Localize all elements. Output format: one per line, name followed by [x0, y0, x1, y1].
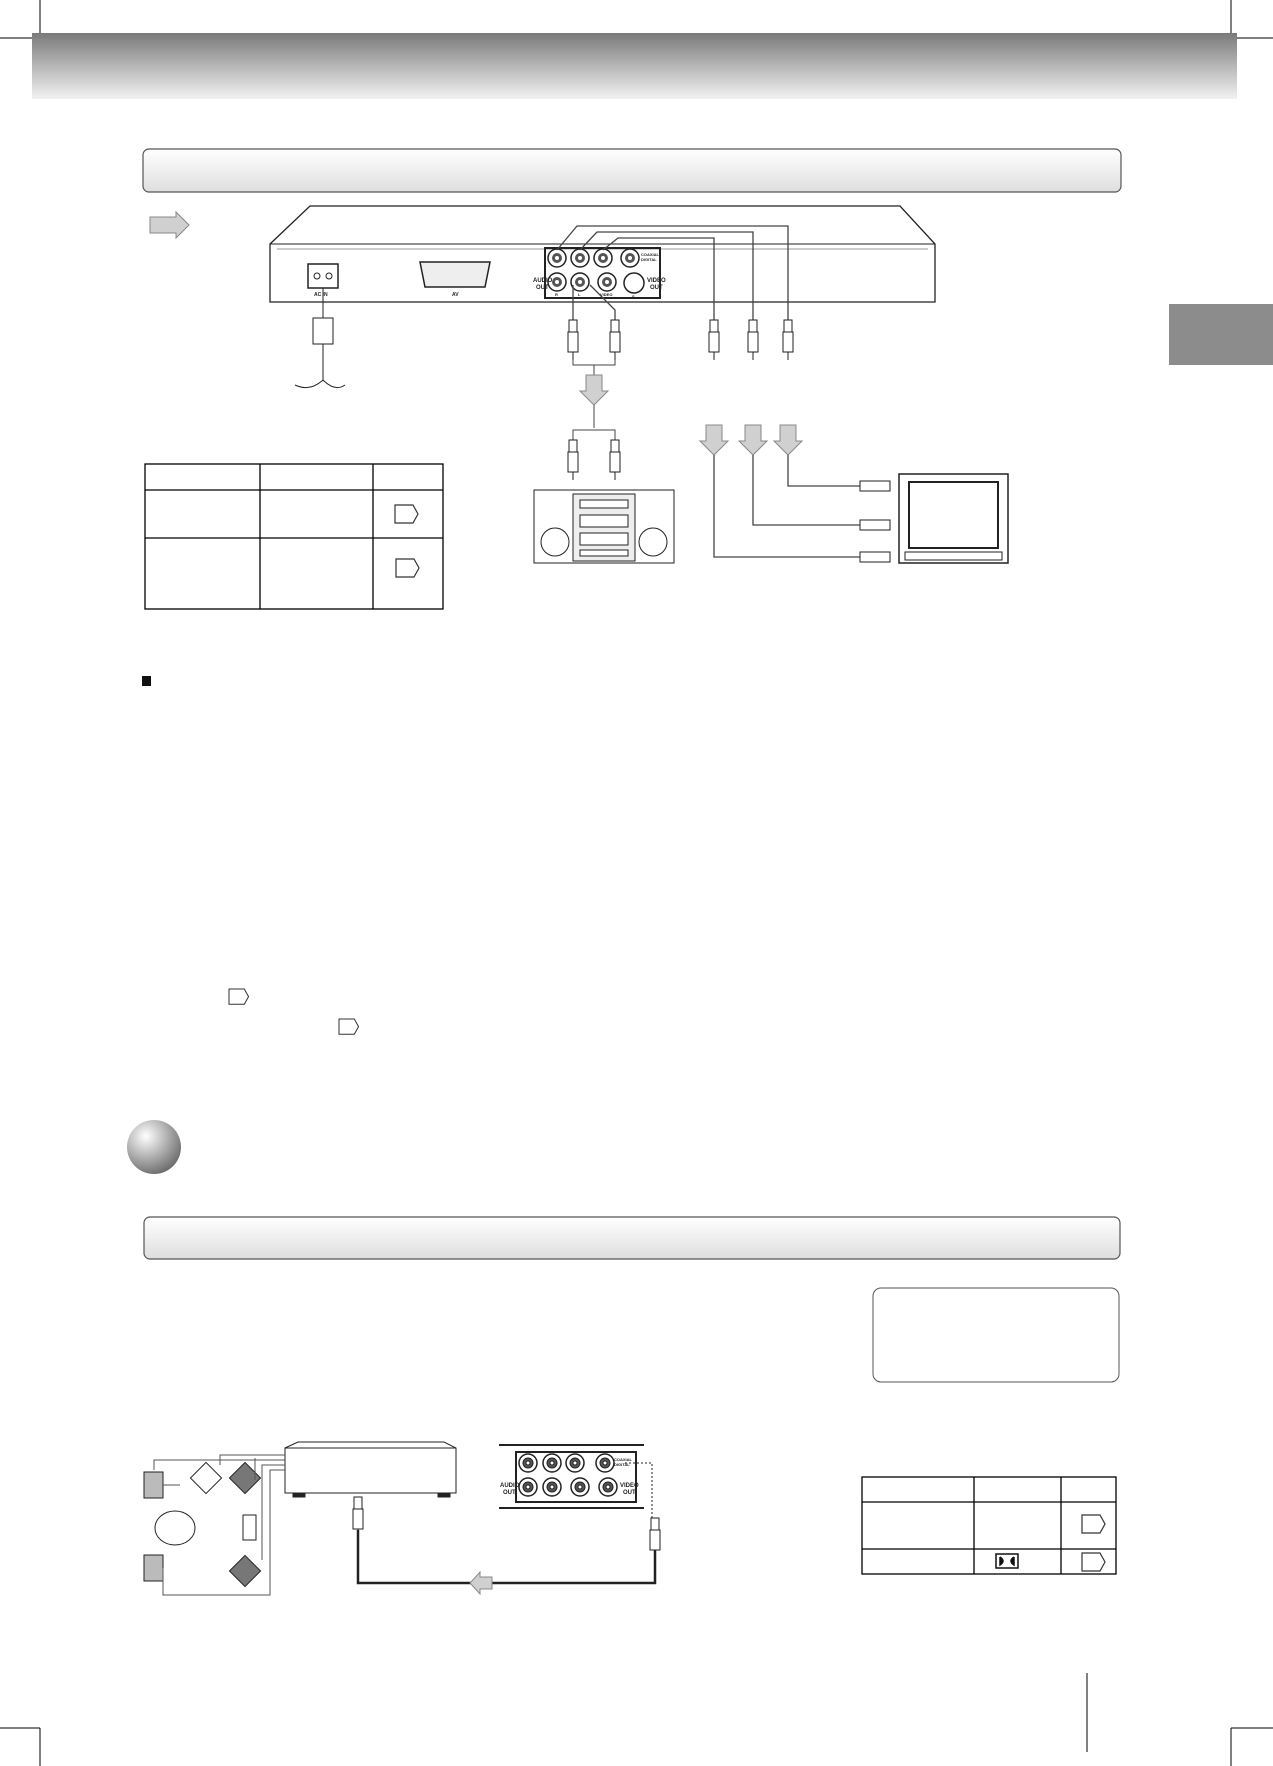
section-sphere-icon: [127, 1120, 181, 1174]
page-reference-icon: [395, 558, 420, 578]
dolby-digital-icon: [995, 1553, 1019, 1569]
stereo-system: [533, 489, 675, 564]
page-reference-icon: [1081, 1514, 1106, 1534]
digital-label: DIGITAL: [614, 1462, 630, 1467]
ac-in-socket: [307, 263, 339, 289]
header-band: [32, 33, 1237, 99]
scart-connector: [419, 261, 491, 288]
s-label: S: [632, 294, 635, 299]
video-out-label-2: OUT: [623, 1490, 636, 1496]
television: [898, 473, 1009, 564]
amplifier-speaker-diagram: [143, 1441, 457, 1596]
table-1: [144, 463, 444, 610]
table-2: [861, 1476, 1117, 1575]
page-reference-icon: [394, 504, 419, 524]
tv-cables: [713, 455, 860, 558]
page-reference-icon: [338, 1018, 360, 1035]
coaxial-label: COAXIAL: [641, 252, 660, 257]
coaxial-label: COAXIAL: [614, 1457, 633, 1462]
audio-out-label: AUDIO: [533, 278, 553, 284]
l-label: L: [578, 292, 581, 297]
arrow-left-icon: [469, 1570, 493, 1596]
audio-out-label: AUDIO: [500, 1483, 520, 1489]
scart-label: AV: [452, 292, 459, 298]
ac-in-label: AC IN: [314, 292, 328, 298]
power-cord: [294, 288, 346, 389]
audio-out-label-2: OUT: [503, 1490, 516, 1496]
video-cables: [556, 225, 789, 320]
r-label: R: [555, 292, 558, 297]
digital-label: DIGITAL: [641, 257, 657, 262]
dvd-player-rear-panel: AC IN AV AUDIO OUT VIDEO OUT COAXIAL DIG…: [269, 205, 936, 303]
coaxial-cable: [356, 1462, 657, 1585]
side-tab: [1169, 304, 1273, 365]
page-reference-icon: [1081, 1552, 1106, 1572]
video-out-label-2: OUT: [650, 285, 663, 291]
note-box: [872, 1287, 1120, 1383]
page-reference-icon: [228, 988, 250, 1005]
rear-panel-detail: [499, 1444, 644, 1509]
audio-out-label-2: OUT: [536, 285, 549, 291]
section-bar-connections: [142, 148, 1122, 193]
video-label: VIDEO: [600, 292, 612, 297]
square-bullet-icon: [142, 676, 151, 686]
section-bar-digital-audio: [143, 1216, 1121, 1260]
arrow-down-icon: [579, 374, 609, 406]
arrow-right-icon: [149, 210, 190, 240]
video-out-label: VIDEO: [647, 278, 666, 284]
video-out-label: VIDEO: [620, 1483, 639, 1489]
